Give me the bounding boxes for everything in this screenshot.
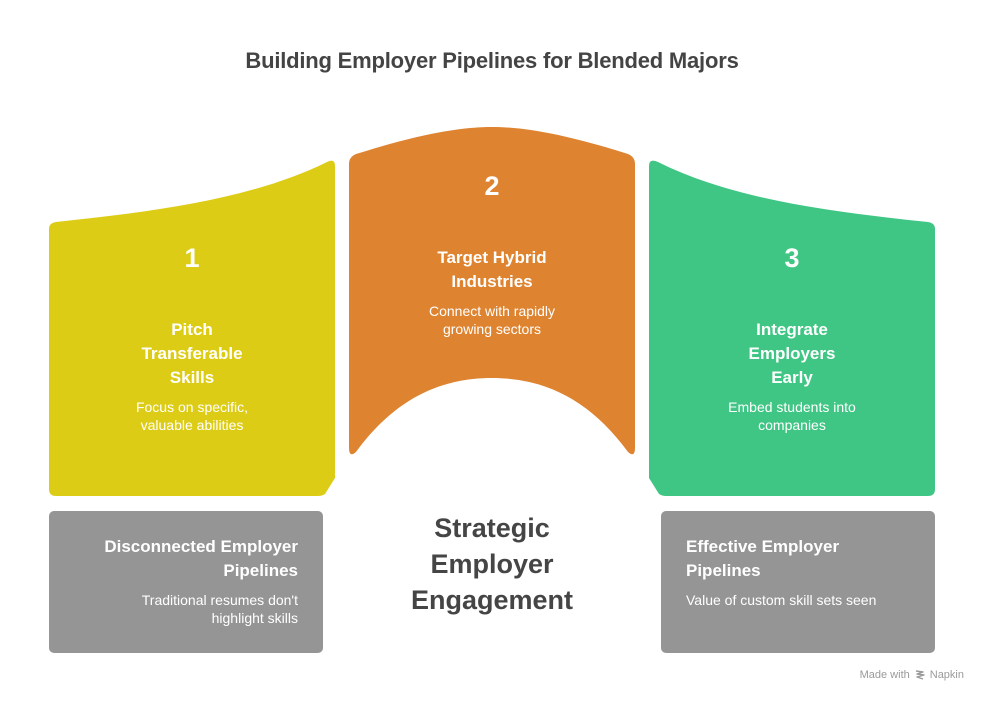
step-2-description-line: growing sectors [442, 321, 542, 337]
step-3-heading-line: Early [771, 368, 813, 387]
center-label-line: Engagement [410, 585, 574, 615]
step-1-heading-line: Transferable [141, 344, 243, 363]
step-2-description-line: Connect with rapidly [428, 303, 556, 319]
outcome-desired-state-box: Effective Employer Pipelines Value of cu… [661, 511, 935, 653]
step-3-shape [649, 160, 935, 496]
step-2-heading-line: Industries [451, 272, 533, 291]
step-1-shape [49, 160, 335, 496]
step-3-description-line: companies [758, 417, 826, 433]
step-3-description-line: Embed students into [728, 399, 856, 415]
step-1-heading-line: Skills [169, 368, 215, 387]
outcome-right-heading-line: Effective Employer [686, 537, 840, 556]
step-3-card: 3 Integrate Employers Early Embed studen… [660, 243, 924, 434]
step-2-heading-line: Target Hybrid [437, 248, 547, 267]
step-1-description-line: Focus on specific, [135, 399, 249, 415]
step-2-card: 2 Target Hybrid Industries Connect with … [360, 171, 624, 338]
outcome-left-description-line: highlight skills [211, 610, 298, 626]
outcome-left-heading-line: Pipelines [223, 561, 298, 580]
outcome-right-heading-line: Pipelines [686, 561, 761, 580]
outcome-left-description-line: Traditional resumes don't [141, 592, 298, 608]
napkin-logo-icon [914, 669, 926, 681]
step-3-number: 3 [784, 243, 800, 273]
step-1-number: 1 [184, 243, 200, 273]
napkin-watermark[interactable]: Made with Napkin [860, 669, 964, 681]
step-3-heading-line: Employers [748, 344, 836, 363]
step-2-number: 2 [484, 171, 500, 201]
outcome-current-state-box: Disconnected Employer Pipelines Traditio… [49, 511, 323, 653]
outcome-left-heading-line: Disconnected Employer [104, 537, 298, 556]
diagram-title: Building Employer Pipelines for Blended … [245, 48, 739, 73]
center-label-line: Strategic [434, 513, 550, 543]
center-label: Strategic Employer Engagement [380, 510, 604, 618]
outcome-right-description-line: Value of custom skill sets seen [686, 592, 877, 608]
step-1-description-line: valuable abilities [140, 417, 244, 433]
step-2-shape [349, 127, 635, 455]
center-label-line: Employer [430, 549, 554, 579]
footer-prefix: Made with [859, 669, 910, 681]
footer-brand: Napkin [929, 669, 964, 681]
step-1-heading-line: Pitch [171, 320, 213, 339]
step-3-heading-line: Integrate [756, 320, 828, 339]
step-1-card: 1 Pitch Transferable Skills Focus on spe… [60, 243, 324, 434]
